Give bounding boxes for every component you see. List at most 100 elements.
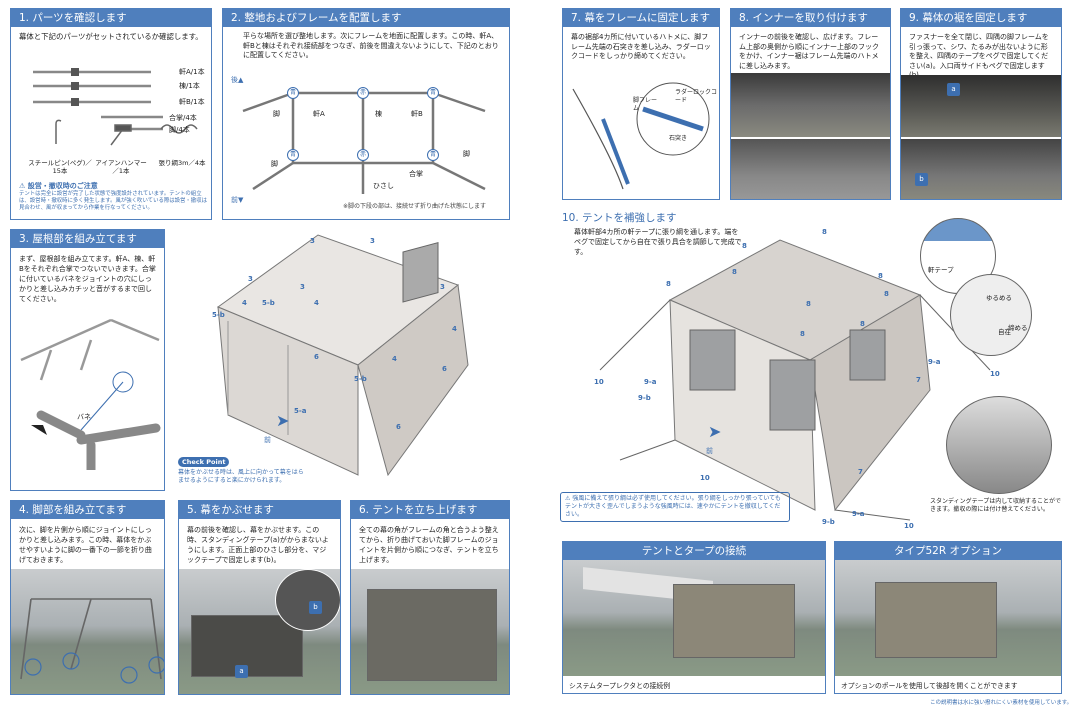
hem-photo-top	[901, 75, 1061, 137]
spring-label: バネ	[77, 413, 91, 421]
reinforce-num-16: 10	[990, 370, 1000, 378]
type52r-photo	[835, 560, 1061, 676]
type52r-tent-shape	[875, 582, 997, 658]
section-3-roof: 3. 屋根部を組み立てます まず、屋根部を組み立てます。軒A、棟、軒Bをそれぞれ…	[10, 229, 165, 491]
cover-photo	[179, 569, 340, 694]
section-7-title: 7. 幕をフレームに固定します	[563, 9, 719, 27]
reinforce-front-label: 前	[706, 447, 713, 455]
marker-red-2: 赤	[357, 149, 369, 161]
tarp-caption: システムタープレクタとの接続例	[569, 682, 671, 690]
tool-hammer-label: アイアンハンマー／1本	[95, 159, 147, 175]
frame-label-leg-1: 脚	[273, 110, 280, 118]
section-2-intro: 平らな場所を選び整地します。次にフレームを地面に配置します。この時、軒A、軒Bと…	[243, 32, 499, 59]
section-6-title: 6. テントを立ち上げます	[351, 501, 509, 519]
reinforce-num-18: 10	[700, 474, 710, 482]
roof-num-9: 5-b	[212, 311, 225, 319]
roof-num-16: 6	[314, 353, 319, 361]
marker-blue-3: 青	[287, 149, 299, 161]
roof-num-7: 4	[314, 299, 319, 307]
fix-illustration	[572, 82, 710, 190]
section-4-title: 4. 脚部を組み立てます	[11, 501, 164, 519]
legs-frame-drawing	[20, 598, 164, 684]
front-marker: 前▼	[231, 196, 244, 204]
roof-num-14: 6	[396, 423, 401, 431]
reinforce-num-11: 9-a	[928, 358, 941, 366]
section-4-text: 次に、脚を片側から順にジョイントにしっかりと差し込みます。この時、幕体をかぶせや…	[19, 526, 152, 564]
section-7-fix: 7. 幕をフレームに固定します 幕の裾部4カ所に付いているハトメに、脚フレーム先…	[562, 8, 720, 200]
roof-num-2: 3	[370, 237, 375, 245]
frame-label-gassho: 合掌	[409, 170, 423, 178]
section-8-title: 8. インナーを取り付けます	[731, 9, 890, 27]
type52r-caption: オプションのポールを使用して後部を開くことができます	[841, 682, 1018, 690]
caution-block: ⚠ 設営・撤収時のご注意 テントは完全に設営が完了した状態で強度設計されています…	[19, 181, 207, 212]
reinforce-num-5: 8	[732, 268, 737, 276]
roof-num-11: 4	[392, 355, 397, 363]
frame-label-leg-2: 脚	[271, 160, 278, 168]
part-nokia-label: 軒A/1本	[179, 68, 205, 76]
tarp-connection-panel: テントとタープの接続 システムタープレクタとの接続例	[562, 541, 826, 694]
reinforce-num-14: 9-b	[822, 518, 835, 526]
reinforce-num-12: 9-a	[852, 510, 865, 518]
parts-illustration	[33, 68, 198, 146]
reinforce-num-10: 7	[858, 468, 863, 476]
label-noki-tape: 軒テープ	[928, 266, 954, 274]
cover-marker-a: a	[235, 665, 248, 678]
frame-label-leg-3: 脚	[463, 150, 470, 158]
reinforce-num-17: 10	[904, 522, 914, 530]
check-point-badge: Check Point	[178, 457, 230, 467]
inner-photo-top	[731, 73, 890, 137]
label-tighten: 締める	[1008, 324, 1028, 332]
roof-num-13: 5-a	[294, 407, 307, 415]
reinforce-num-3: 8	[878, 272, 883, 280]
reinforce-num-6: 8	[806, 300, 811, 308]
tarp-connection-title: テントとタープの接続	[563, 542, 825, 560]
raise-photo	[351, 569, 509, 694]
section-1-parts: 1. パーツを確認します 幕体と下記のパーツがセットされているか確認します。 軒…	[10, 8, 212, 220]
tarp-tent-shape	[673, 584, 795, 658]
type52r-panel: タイプ52R オプション オプションのポールを使用して後部を開くことができます	[834, 541, 1062, 694]
cover-marker-b: b	[309, 601, 322, 614]
footer-note: この説明書は水に強い撥れにくい素材を使用しています。	[930, 700, 1073, 706]
section-10-reinforce: 10. テントを補強します 幕体軒部4カ所の軒テープに張り綱を通します。端をペグ…	[560, 210, 1068, 530]
front-arrow-icon: ➤	[276, 411, 290, 430]
fix-label-ishizuki: 石突き	[669, 135, 688, 142]
section-9-text: ファスナーを全て閉じ、四隅の脚フレームを引っ張って、シワ、たるみが出ないように形…	[909, 33, 1049, 79]
roof-num-4: 3	[300, 283, 305, 291]
section-2-title: 2. 整地およびフレームを配置します	[223, 9, 509, 27]
fix-label-leg-frame: 脚フレーム	[633, 97, 658, 112]
legs-photo	[11, 569, 164, 694]
section-7-text: 幕の裾部4カ所に付いているハトメに、脚フレーム先端の石突きを差し込み、ラダーロッ…	[571, 33, 711, 60]
section-9-hem: 9. 幕体の裾を固定します ファスナーを全て閉じ、四隅の脚フレームを引っ張って、…	[900, 8, 1062, 200]
type52r-title: タイプ52R オプション	[835, 542, 1061, 560]
section-3-title: 3. 屋根部を組み立てます	[11, 230, 164, 248]
frame-label-hisashi: ひさし	[373, 182, 394, 190]
section-1-title: 1. パーツを確認します	[11, 9, 211, 27]
frame-layout-diagram	[242, 91, 486, 194]
roof-tent-drawing	[216, 234, 469, 477]
check-point-text: 幕体をかぶせる時は、風上に向かって幕をはらませるようにすると楽にかけられます。	[178, 469, 304, 484]
label-jizai: 自在	[998, 328, 1011, 336]
frame-label-noki-a: 軒A	[313, 110, 325, 118]
fix-label-ladder-cord: ラダーロックコード	[675, 89, 718, 104]
roof-num-10: 5-b	[354, 375, 367, 383]
reinforce-front-arrow-icon: ➤	[708, 422, 722, 441]
section-8-text: インナーの前後を確認し、広げます。フレーム上部の奥側から順にインナー上部のフック…	[739, 33, 879, 70]
reinforce-num-2: 8	[742, 242, 747, 250]
part-nokib-label: 軒B/1本	[179, 98, 205, 106]
frame-label-mune: 棟	[375, 110, 382, 118]
inner-photo-bottom	[731, 139, 890, 199]
section-5-text: 幕の前後を確認し、幕をかぶせます。この時、スタンディングテープ(a)がからまない…	[187, 526, 329, 564]
standing-tape-note: スタンディングテープは内して収納することができます。撤収の際には付け替えてくださ…	[930, 498, 1062, 513]
standing-tape-inset	[946, 396, 1052, 494]
section-1-intro: 幕体と下記のパーツがセットされているか確認します。	[19, 32, 203, 41]
section-10-text: 幕体軒部4カ所の軒テープに張り綱を通します。端をペグで固定してから自在で張り具合…	[574, 228, 742, 256]
tarp-photo	[563, 560, 825, 676]
warning-icon: ⚠	[19, 182, 26, 190]
tool-rope-label: 張り綱3m／4本	[158, 159, 206, 167]
roof-num-12: 4	[452, 325, 457, 333]
roof-tent-diagram: 3 3 3 3 3 4 4 5-b 5-b 5-b 4 4 5-a 6 6 6 …	[168, 225, 508, 495]
caution-text: テントは完全に設営が完了した状態で強度設計されています。テントの組立は、設営時・…	[19, 191, 207, 211]
roof-num-5: 3	[440, 283, 445, 291]
part-mune-label: 棟/1本	[179, 82, 200, 90]
section-8-inner: 8. インナーを取り付けます インナーの前後を確認し、広げます。フレーム上部の奥…	[730, 8, 891, 200]
